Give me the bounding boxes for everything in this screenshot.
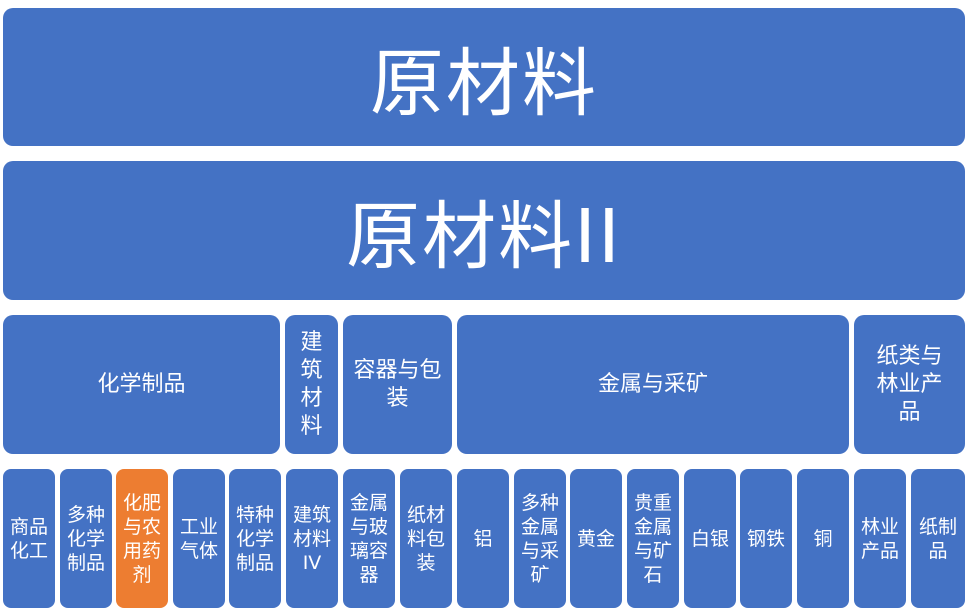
node-industry: 纸制品	[911, 469, 965, 608]
node-industry-label: 纸材料包装	[406, 503, 445, 574]
node-industry: 工业气体	[173, 469, 225, 608]
node-sector-label: 金属与采矿	[597, 371, 708, 397]
node-sector-label: 纸类与林业产品	[876, 343, 943, 425]
node-industry: 铝	[457, 469, 509, 608]
node-industry-label: 林业产品	[860, 515, 899, 562]
node-industry: 纸材料包装	[400, 469, 452, 608]
node-level2: 原材料II	[3, 161, 965, 300]
node-industry-label: 工业气体	[179, 515, 218, 562]
node-industry: 特种化学制品	[229, 469, 281, 608]
node-industry: 金属与玻璃容器	[343, 469, 395, 608]
node-industry-label: 多种金属与采矿	[520, 491, 559, 586]
node-sector-chemicals: 化学制品	[3, 315, 280, 454]
node-industry-label: 化肥与农用药剂	[122, 491, 161, 586]
node-level1-label: 原材料	[370, 40, 598, 127]
node-industry-label: 铜	[813, 527, 833, 550]
node-industry-label: 商品化工	[9, 515, 48, 562]
node-industry-highlighted: 化肥与农用药剂	[116, 469, 168, 608]
node-industry-label: 贵重金属与矿石	[633, 491, 672, 586]
node-industry: 商品化工	[3, 469, 55, 608]
node-sector-metals: 金属与采矿	[457, 315, 849, 454]
node-sector-paper: 纸类与林业产品	[854, 315, 965, 454]
node-industry-label: 多种化学制品	[66, 503, 105, 574]
node-industry: 钢铁	[740, 469, 792, 608]
node-industry: 多种化学制品	[60, 469, 112, 608]
node-industry: 白银	[684, 469, 736, 608]
node-level1: 原材料	[3, 8, 965, 146]
node-sector-containers: 容器与包装	[343, 315, 452, 454]
node-industry-label: 白银	[690, 527, 729, 550]
node-sector-construction: 建筑材料	[285, 315, 338, 454]
node-industry-label: 钢铁	[746, 527, 785, 550]
node-industry: 黄金	[570, 469, 622, 608]
node-sector-label: 容器与包装	[353, 357, 442, 411]
node-sector-label: 建筑材料	[300, 329, 323, 439]
node-industry-label: 特种化学制品	[235, 503, 274, 574]
node-industry-label: 黄金	[576, 527, 615, 550]
node-industry: 建筑材料IV	[286, 469, 338, 608]
node-industry-label: 铝	[473, 527, 493, 550]
node-industry: 林业产品	[854, 469, 906, 608]
node-industry: 多种金属与采矿	[514, 469, 566, 608]
node-level2-label: 原材料II	[346, 194, 622, 280]
node-industry-label: 纸制品	[918, 515, 957, 562]
node-industry: 铜	[797, 469, 849, 608]
node-industry-label: 金属与玻璃容器	[349, 491, 388, 586]
node-sector-label: 化学制品	[97, 371, 186, 397]
node-industry-label: 建筑材料IV	[292, 503, 331, 574]
node-industry: 贵重金属与矿石	[627, 469, 679, 608]
